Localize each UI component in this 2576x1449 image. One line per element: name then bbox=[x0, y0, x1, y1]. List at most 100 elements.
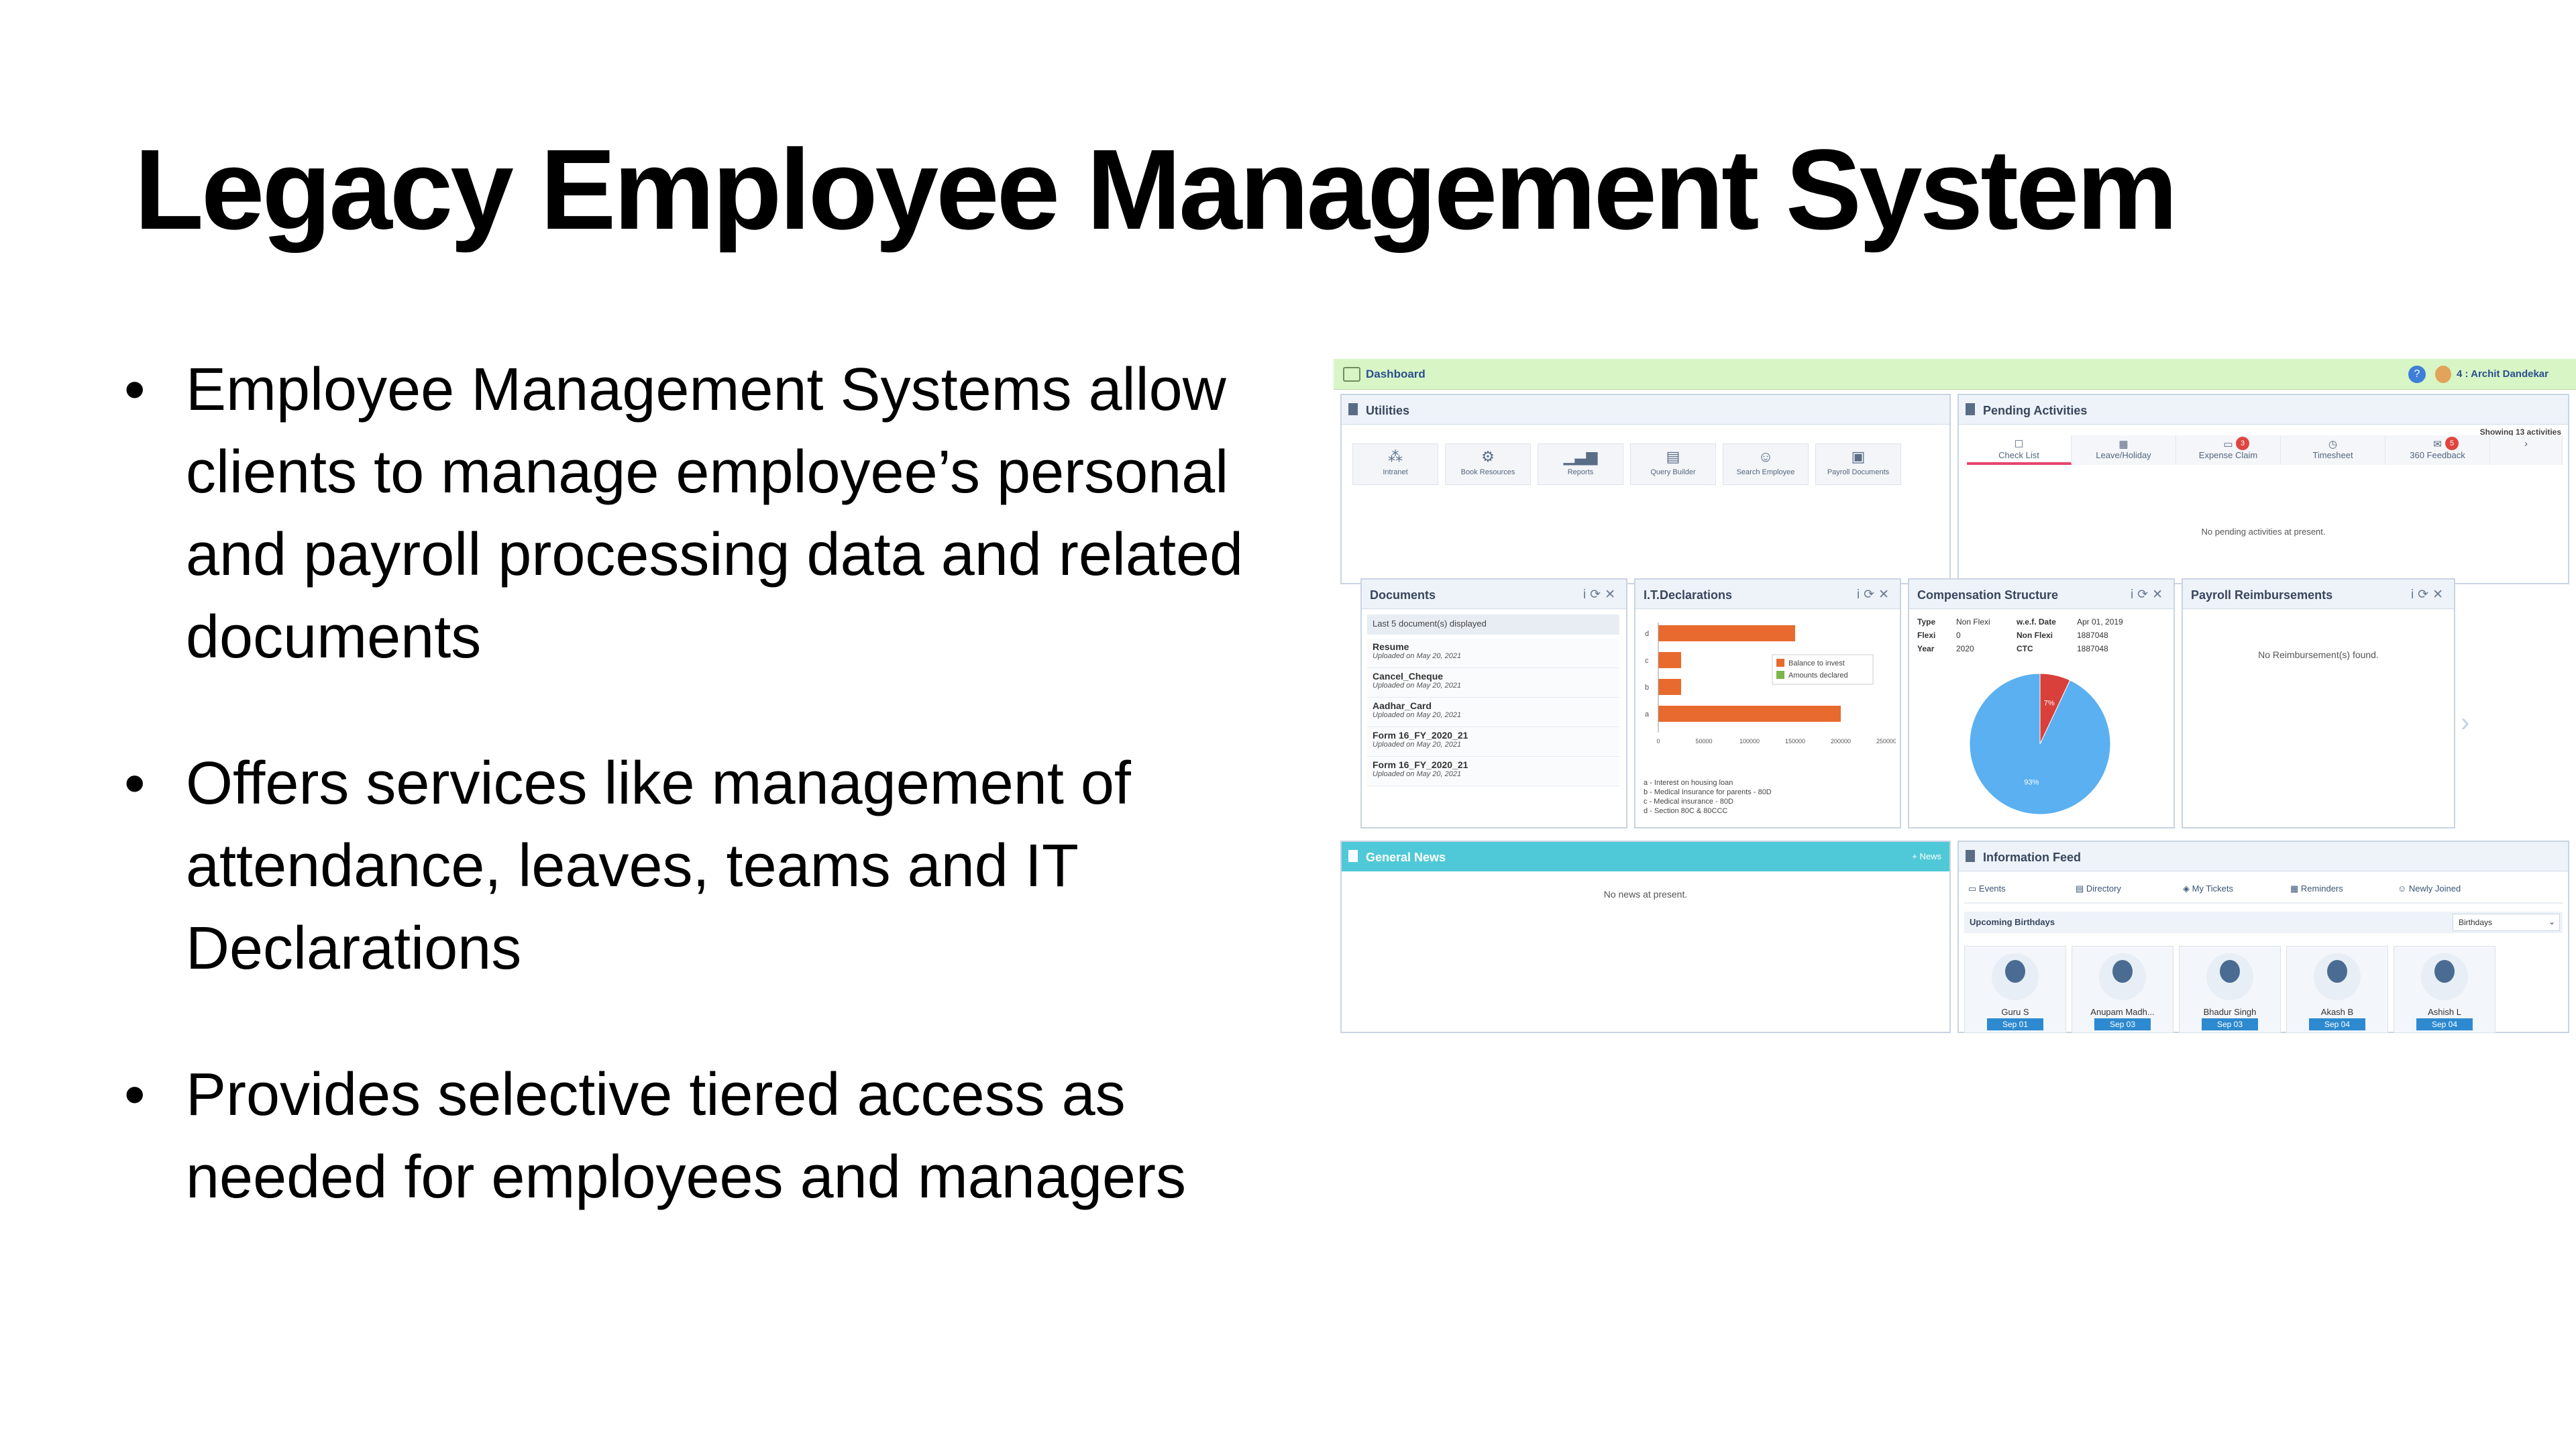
util-book-resources-button[interactable]: ⚙Book Resources bbox=[1445, 443, 1531, 485]
tab-timesheet[interactable]: ◷Timesheet bbox=[2281, 435, 2385, 465]
feed-tabs: ▭ Events ▤ Directory ◈ My Tickets ▦ Remi… bbox=[1964, 877, 2563, 904]
it-bar bbox=[1658, 679, 1681, 695]
bullet-dot-icon: • bbox=[124, 750, 146, 817]
tab-next-arrow[interactable]: › bbox=[2490, 435, 2563, 465]
calendar-icon: ▦ bbox=[2118, 439, 2129, 450]
utilities-title: Utilities bbox=[1366, 404, 1410, 417]
it-legend-swatch bbox=[1776, 659, 1784, 667]
it-declarations-title: I.T.Declarations bbox=[1644, 588, 1733, 602]
news-header: General News + News bbox=[1342, 842, 1949, 871]
util-payroll-documents-button[interactable]: ▣Payroll Documents bbox=[1815, 443, 1901, 485]
bullet-dot-icon: • bbox=[124, 1061, 146, 1128]
util-intranet-button[interactable]: ⁂Intranet bbox=[1352, 443, 1438, 485]
birthdays-bar: Upcoming Birthdays Birthdays⌄ bbox=[1964, 912, 2563, 933]
carousel-next-icon[interactable]: › bbox=[2461, 708, 2470, 737]
user-name[interactable]: 4 : Archit Dandekar bbox=[2457, 368, 2548, 380]
document-icon: ▣ bbox=[1851, 448, 1866, 465]
documents-title: Documents bbox=[1370, 588, 1436, 602]
documents-header: Documents i⟳✕ bbox=[1362, 580, 1626, 609]
add-news-link[interactable]: + News bbox=[1912, 851, 1941, 861]
util-reports-button[interactable]: ▁▃▆Reports bbox=[1538, 443, 1623, 485]
widget-tools-icon[interactable]: i⟳✕ bbox=[1582, 588, 1619, 602]
bullet-item: • Offers services like management of atte… bbox=[124, 743, 1291, 990]
user-avatar[interactable] bbox=[2435, 366, 2451, 383]
it-legend-label: Balance to invest bbox=[1788, 659, 1845, 667]
avatar bbox=[2099, 953, 2146, 1000]
compensation-cell: w.e.f. Date bbox=[2017, 617, 2056, 627]
pending-panel: Pending Activities Showing 13 activities… bbox=[1957, 394, 2569, 584]
tab-leave-holiday[interactable]: ▦Leave/Holiday bbox=[2072, 435, 2176, 465]
avatar bbox=[2206, 953, 2253, 1000]
feedback-badge: 5 bbox=[2445, 437, 2459, 450]
pin-icon bbox=[1966, 403, 1975, 415]
it-tick-label: 0 bbox=[1656, 738, 1660, 745]
news-title: General News bbox=[1366, 851, 1446, 864]
payroll-title: Payroll Reimbursements bbox=[2191, 588, 2333, 602]
gear-icon: ⚙ bbox=[1481, 448, 1495, 465]
birthday-card[interactable]: Anupam Madh...Sep 03 bbox=[2072, 946, 2174, 1033]
it-tick-label: 150000 bbox=[1785, 738, 1805, 745]
chevron-right-icon: › bbox=[2524, 438, 2528, 449]
tab-events[interactable]: ▭ Events bbox=[1968, 883, 2006, 894]
bullet-text: Offers services like management of atten… bbox=[186, 750, 1131, 982]
pin-icon bbox=[1348, 403, 1358, 415]
widget-tools-icon[interactable]: i⟳✕ bbox=[1856, 588, 1893, 602]
pending-title: Pending Activities bbox=[1983, 404, 2088, 417]
birthdays-select[interactable]: Birthdays⌄ bbox=[2453, 914, 2560, 931]
payroll-empty: No Reimbursement(s) found. bbox=[2258, 649, 2379, 660]
tab-my-tickets[interactable]: ◈ My Tickets bbox=[2183, 883, 2234, 894]
tab-newly-joined[interactable]: ☺ Newly Joined bbox=[2398, 883, 2461, 894]
tab-reminders[interactable]: ▦ Reminders bbox=[2290, 883, 2343, 894]
tab-directory[interactable]: ▤ Directory bbox=[2076, 883, 2121, 894]
pin-icon bbox=[1348, 850, 1358, 862]
it-legend-box bbox=[1772, 654, 1874, 685]
birthdays-title: Upcoming Birthdays bbox=[1970, 917, 2055, 927]
clock-icon: ◷ bbox=[2328, 439, 2338, 450]
pie-label: 7% bbox=[2044, 700, 2055, 708]
app-topbar: Dashboard ? 4 : Archit Dandekar bbox=[1334, 359, 2576, 390]
tab-check-list[interactable]: ☐Check List bbox=[1967, 435, 2072, 465]
widget-tools-icon[interactable]: i⟳✕ bbox=[2130, 588, 2167, 602]
widget-tools-icon[interactable]: i⟳✕ bbox=[2410, 588, 2447, 602]
util-search-employee-button[interactable]: ☺Search Employee bbox=[1723, 443, 1809, 485]
util-query-builder-button[interactable]: ▤Query Builder bbox=[1630, 443, 1716, 485]
bullet-text: Employee Management Systems allow client… bbox=[186, 356, 1244, 671]
it-declarations-header: I.T.Declarations i⟳✕ bbox=[1635, 580, 1900, 609]
payroll-panel: Payroll Reimbursements i⟳✕ No Reimburseme… bbox=[2182, 578, 2455, 828]
expense-badge: 3 bbox=[2236, 437, 2249, 450]
pie-slice bbox=[2039, 673, 2071, 745]
query-icon: ▤ bbox=[1666, 448, 1680, 465]
avatar bbox=[1992, 953, 2039, 1000]
it-tick-label: 250000 bbox=[1876, 738, 1896, 745]
bullet-dot-icon: • bbox=[124, 356, 146, 423]
compensation-cell: Year bbox=[1917, 644, 1935, 653]
menu-icon[interactable] bbox=[1343, 367, 1360, 382]
pin-icon bbox=[1966, 850, 1975, 862]
it-bar bbox=[1658, 652, 1681, 668]
compensation-cell: Apr 01, 2019 bbox=[2077, 617, 2123, 627]
it-notes: a - Interest on housing loan b - Medical… bbox=[1644, 779, 1772, 815]
people-search-icon: ☺ bbox=[1758, 448, 1774, 465]
dashboard-title[interactable]: Dashboard bbox=[1366, 368, 1426, 380]
compensation-cell: 1887048 bbox=[2077, 631, 2108, 640]
help-icon[interactable]: ? bbox=[2408, 366, 2426, 383]
it-bar bbox=[1658, 625, 1795, 641]
it-legend-swatch bbox=[1776, 671, 1784, 679]
news-panel: General News+ News No news at present. bbox=[1340, 841, 1951, 1033]
